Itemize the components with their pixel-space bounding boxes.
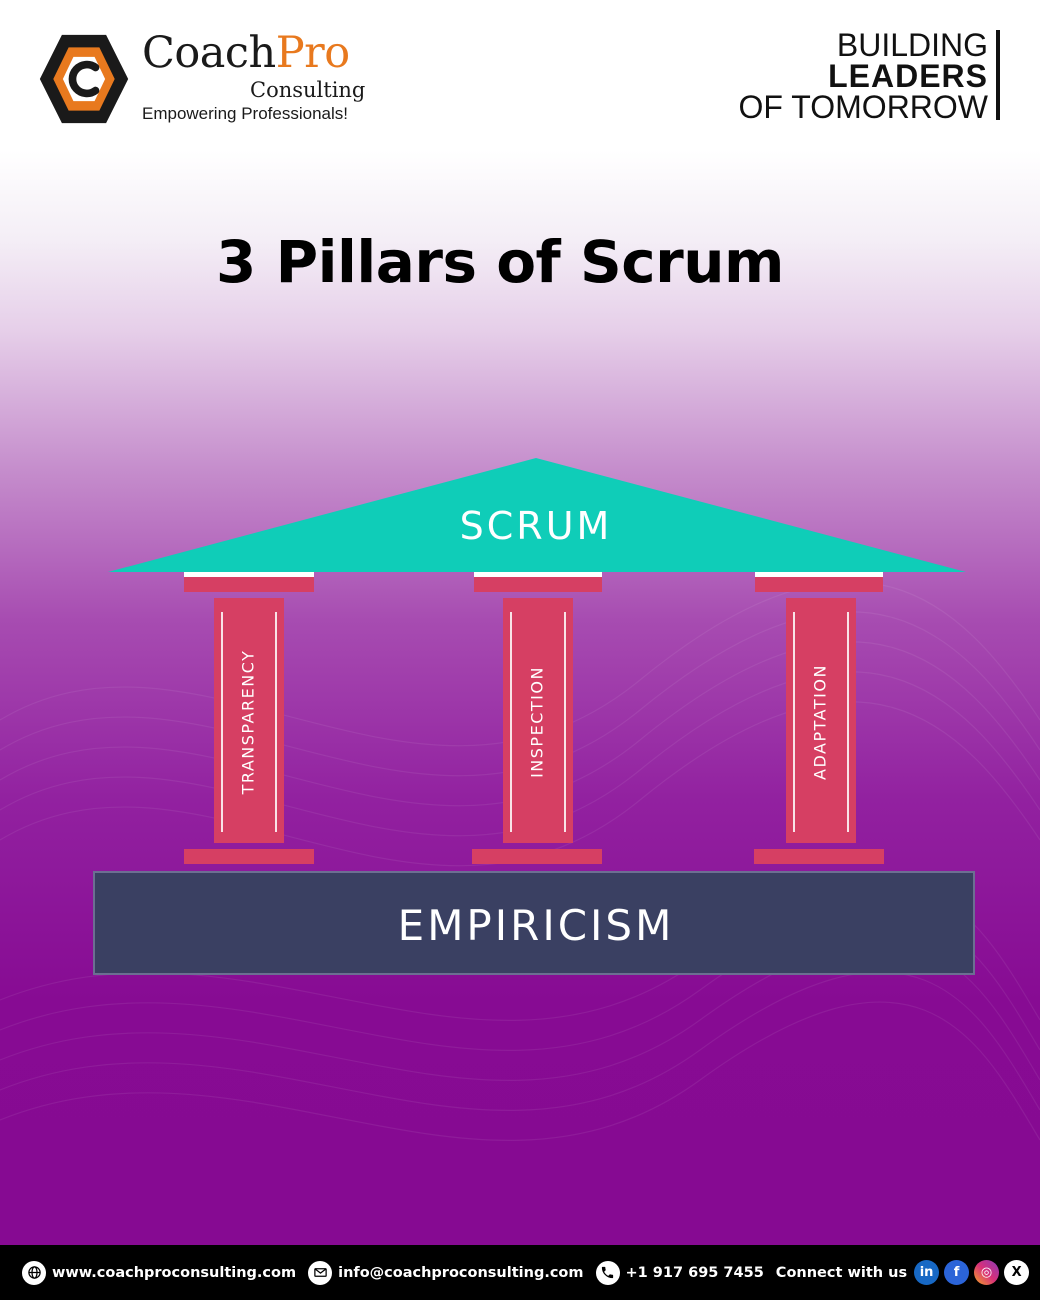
- email-icon: [308, 1260, 333, 1285]
- connect-label: Connect with us: [775, 1264, 908, 1281]
- pillar: TRANSPARENCY: [184, 572, 314, 864]
- header: CoachPro Consulting Empowering Professio…: [0, 0, 1040, 150]
- footer-contact-bar: www.coachproconsulting.com info@coachpro…: [0, 1245, 1040, 1300]
- globe-icon: [22, 1260, 46, 1285]
- pillar-label: TRANSPARENCY: [239, 650, 258, 796]
- phone-number[interactable]: +1 917 695 7455: [625, 1264, 764, 1281]
- slogan-divider: [996, 30, 1000, 120]
- brand-name: CoachPro: [142, 28, 350, 78]
- slogan-line: LEADERS: [828, 58, 988, 94]
- coachpro-logo-icon: [39, 34, 129, 124]
- page-title: 3 Pillars of Scrum: [216, 228, 784, 296]
- slogan-line: BUILDING: [836, 27, 988, 63]
- x-icon[interactable]: X: [1004, 1260, 1030, 1285]
- pillar: ADAPTATION: [754, 572, 884, 864]
- base-label: EMPIRICISM: [398, 901, 675, 950]
- pillar-label: ADAPTATION: [811, 664, 830, 780]
- phone-icon: [595, 1260, 620, 1285]
- facebook-icon[interactable]: f: [944, 1260, 970, 1285]
- pillar-label: INSPECTION: [528, 666, 547, 778]
- brand-tagline: Empowering Professionals!: [142, 104, 348, 123]
- pillar: INSPECTION: [472, 572, 602, 864]
- slogan: BUILDING LEADERS OF TOMORROW: [738, 27, 988, 125]
- instagram-icon[interactable]: ◎: [974, 1260, 1000, 1285]
- scrum-temple-diagram: SCRUM TRANSPARENCY INSPECTION ADAPTATION…: [93, 458, 975, 975]
- roof-label: SCRUM: [460, 504, 613, 548]
- base-block: [93, 871, 975, 975]
- email-link[interactable]: info@coachproconsulting.com: [338, 1264, 584, 1281]
- roof: [108, 458, 966, 572]
- brand-subtitle: Consulting: [250, 78, 366, 102]
- slogan-line: OF TOMORROW: [738, 89, 988, 125]
- linkedin-icon[interactable]: in: [914, 1260, 940, 1285]
- website-link[interactable]: www.coachproconsulting.com: [52, 1264, 297, 1281]
